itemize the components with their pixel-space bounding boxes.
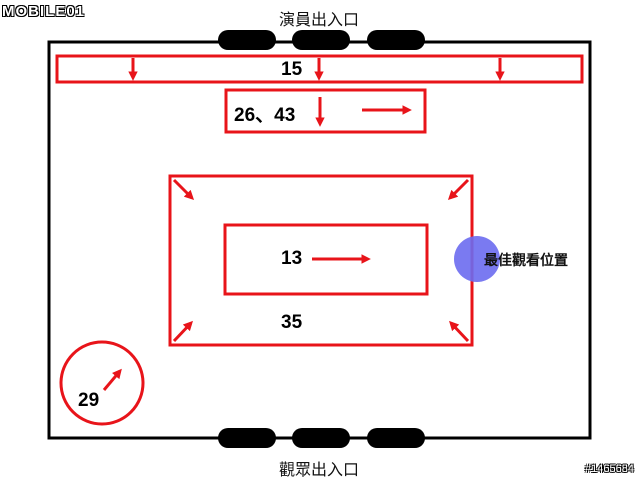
performer-entrance-label: 演員出入口 (279, 10, 360, 29)
arrow-diagonal-icon (449, 320, 470, 343)
door-bottom-1 (218, 428, 276, 448)
zone-center-box-label: 13 (281, 248, 303, 269)
door-top-2 (292, 30, 350, 50)
performer-doors (218, 30, 425, 50)
audience-doors (218, 428, 425, 448)
door-bottom-2 (292, 428, 350, 448)
zone-upper-box-label: 26、43 (234, 105, 296, 126)
best-view-label: 最佳觀看位置 (484, 253, 568, 269)
zone-frame-label: 35 (281, 312, 303, 333)
zone-corner-circle (59, 340, 145, 426)
arrow-diagonal-icon (102, 368, 122, 391)
arrow-diagonal-icon (172, 178, 195, 201)
door-bottom-3 (367, 428, 425, 448)
door-top-3 (367, 30, 425, 50)
audience-entrance-label: 觀眾出入口 (279, 460, 360, 479)
zone-center-box (223, 223, 429, 296)
zone-top-strip (55, 54, 584, 84)
door-top-1 (218, 30, 276, 50)
image-id-watermark: #1465684 (585, 463, 634, 475)
arrow-diagonal-icon (447, 178, 470, 201)
best-view-marker (454, 236, 500, 282)
mobile01-logo: MOBILE01 (2, 3, 86, 20)
zone-corner-circle-label: 29 (78, 390, 100, 411)
arrow-diagonal-icon (172, 320, 193, 343)
zone-upper-box (224, 88, 427, 134)
zone-top-strip-label: 15 (281, 59, 303, 80)
